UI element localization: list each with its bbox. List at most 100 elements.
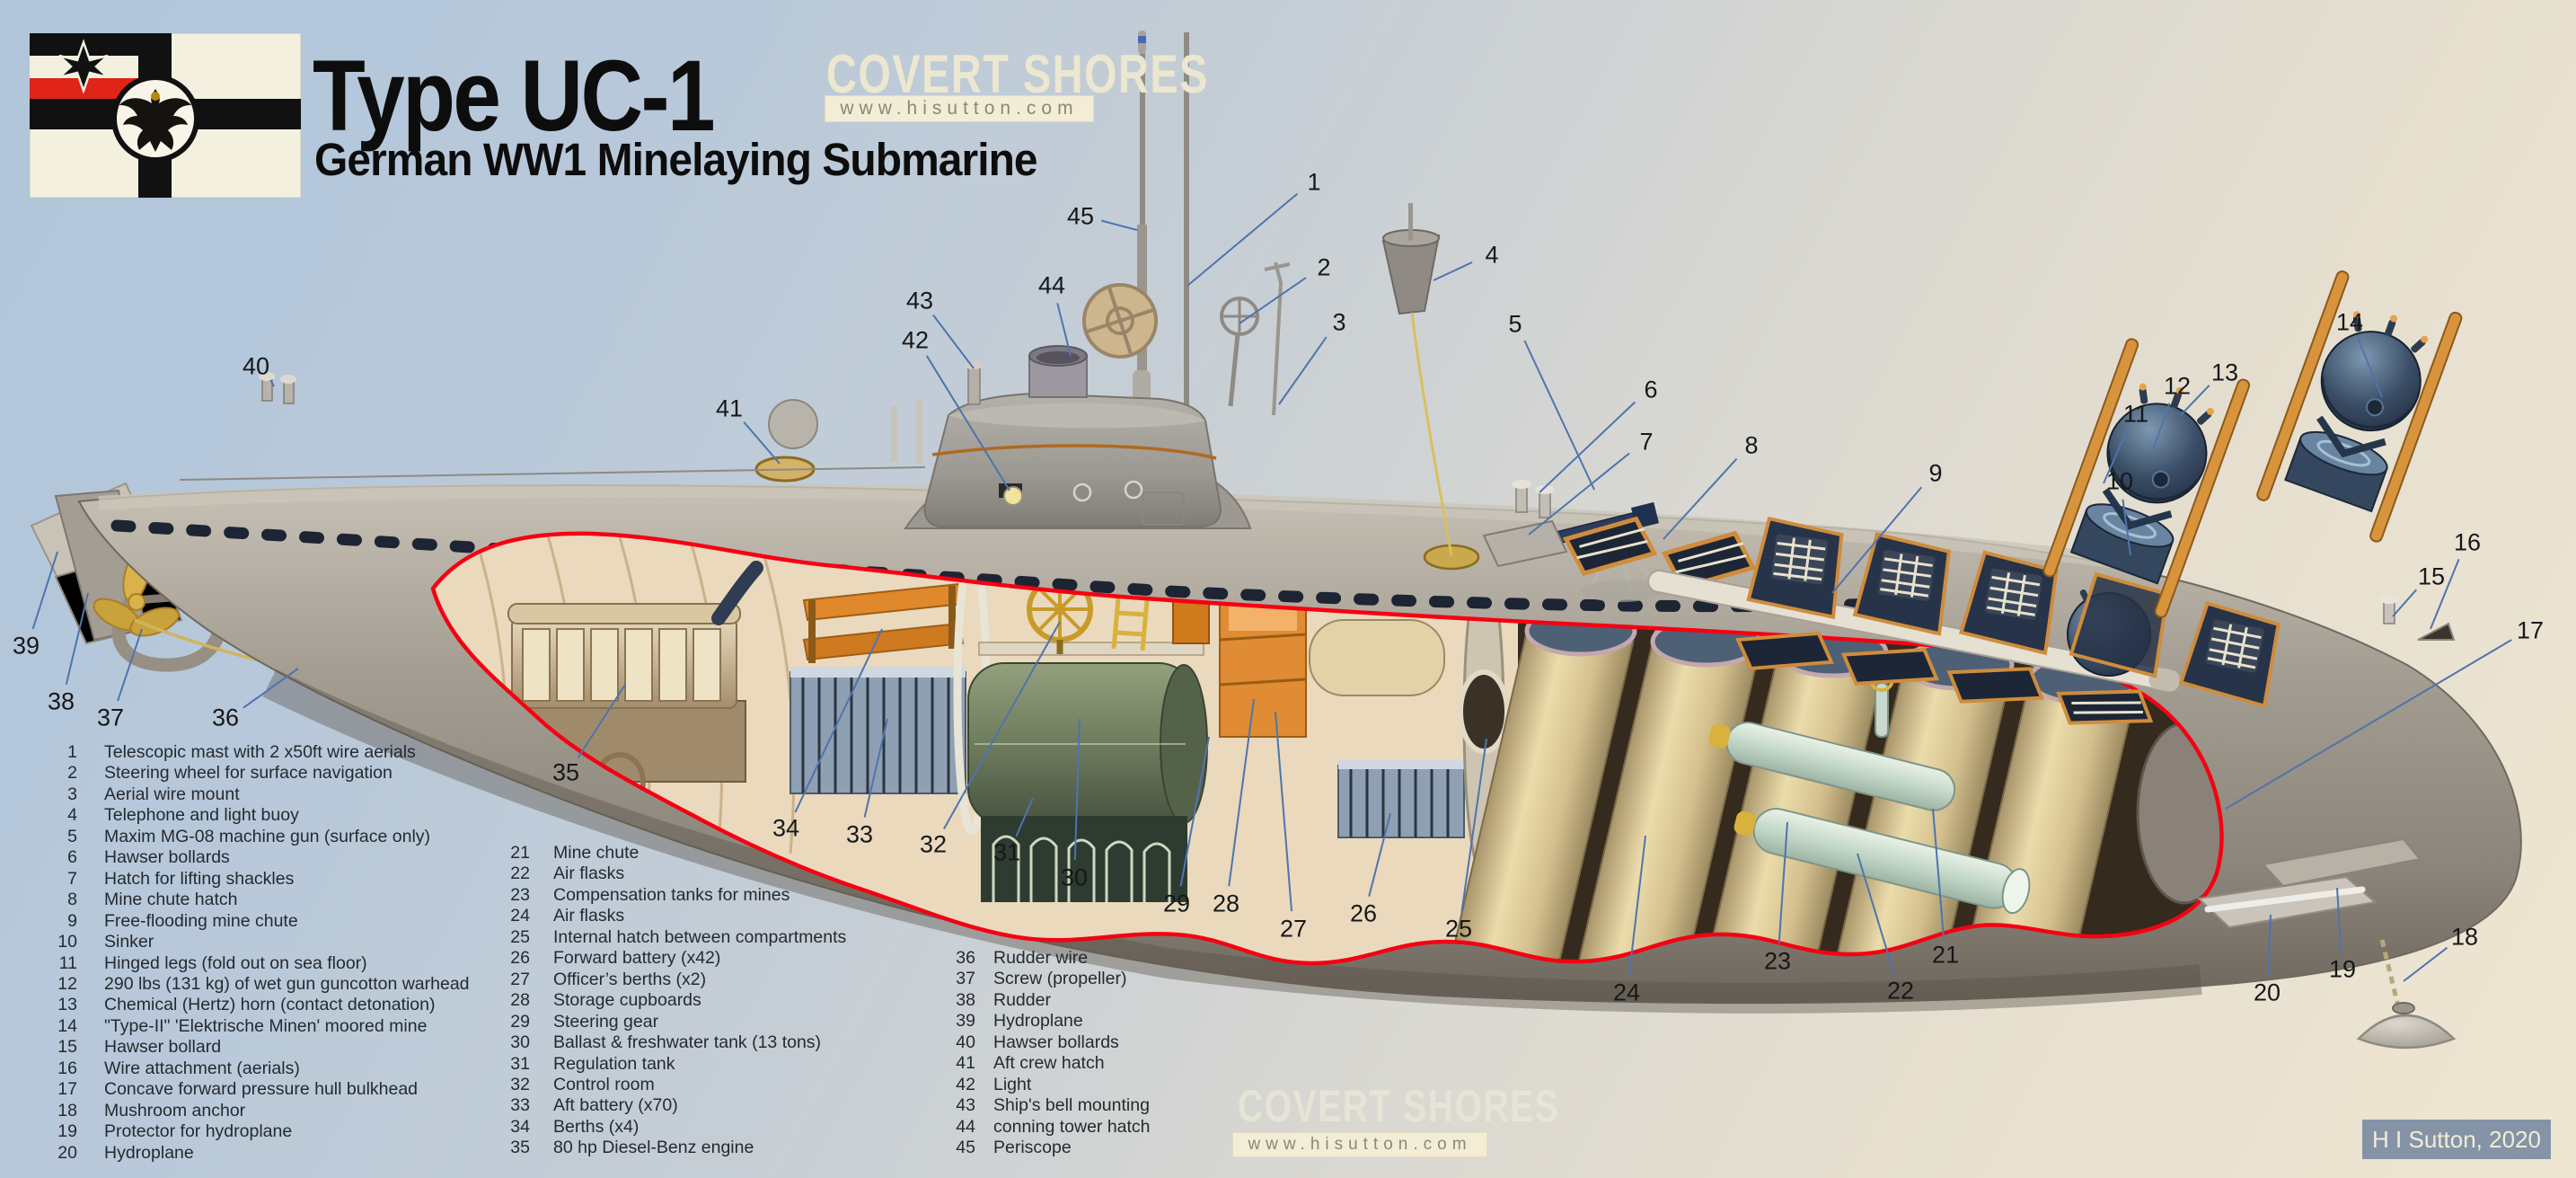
legend-item-label: Aft crew hatch	[993, 1053, 1105, 1074]
legend-item-label: Forward battery (x42)	[553, 948, 721, 969]
legend-item-number: 23	[510, 884, 530, 905]
keel-shadow	[262, 669, 2202, 1014]
legend-item-number: 1	[67, 742, 77, 762]
moored-mine-assembly-left	[2042, 338, 2251, 618]
hydroplane-edge	[2204, 886, 2366, 913]
leader-line-38	[65, 592, 89, 685]
aerial-wire-mount	[1264, 261, 1291, 416]
legend-item-number: 39	[956, 1011, 975, 1032]
forward-battery	[1337, 760, 1465, 838]
leader-line-1	[1187, 192, 1299, 287]
mushroom-anchor	[2356, 939, 2457, 1050]
tower-porthole	[1124, 480, 1143, 500]
legend-item-number: 10	[57, 932, 77, 952]
callout-number-31: 31	[992, 838, 1021, 866]
leader-line-16	[2430, 559, 2460, 630]
legend-item-number: 35	[510, 1138, 530, 1158]
callout-number-23: 23	[1763, 947, 1792, 975]
callout-number-7: 7	[1639, 428, 1654, 456]
leader-line-26	[1368, 812, 1391, 897]
page-subtitle: German WW1 Minelaying Submarine	[314, 134, 1038, 185]
leader-line-2	[1239, 277, 1307, 324]
legend-item-number: 45	[956, 1138, 975, 1158]
legend-item-label: Periscope	[993, 1138, 1072, 1158]
hydroplane-protector	[2262, 837, 2422, 888]
legend-item-label: Mushroom anchor	[104, 1100, 246, 1120]
telephone-light-buoy	[1381, 203, 1453, 556]
legend-item-number: 13	[57, 995, 77, 1015]
callout-number-44: 44	[1037, 271, 1066, 299]
legend-item-number: 37	[956, 969, 975, 989]
callout-number-28: 28	[1212, 890, 1240, 917]
website-url: www.hisutton.com	[825, 95, 1094, 122]
leader-line-27	[1275, 711, 1293, 912]
leader-line-20	[2267, 914, 2272, 976]
legend-item-label: Control room	[553, 1074, 655, 1094]
legend-item-number: 42	[956, 1074, 975, 1094]
legend-item-number: 21	[510, 843, 530, 863]
callout-number-5: 5	[1508, 310, 1522, 338]
legend-item-label: Hydroplane	[104, 1142, 194, 1163]
leader-line-13	[2180, 385, 2210, 416]
leader-line-42	[925, 355, 1010, 492]
aft-battery	[790, 667, 966, 794]
legend-item-label: Regulation tank	[553, 1053, 675, 1074]
callout-number-19: 19	[2328, 955, 2357, 983]
legend-item-label: Steering gear	[553, 1011, 659, 1032]
legend-item-label: Chemical (Hertz) horn (contact detonatio…	[104, 995, 436, 1015]
legend-item-number: 5	[67, 826, 77, 846]
callout-number-27: 27	[1279, 915, 1308, 943]
legend-item-number: 22	[510, 864, 530, 884]
legend-item-label: Air flasks	[553, 906, 625, 926]
conning-tower	[904, 31, 1291, 529]
leader-line-18	[2403, 946, 2448, 982]
legend-item-label: Aerial wire mount	[104, 784, 240, 804]
leader-line-22	[1857, 853, 1895, 975]
legend-item-number: 20	[57, 1142, 77, 1163]
callout-number-37: 37	[96, 704, 125, 731]
mine	[2320, 311, 2429, 432]
air-flasks	[1708, 667, 2031, 915]
legend-item-number: 18	[57, 1100, 77, 1120]
legend-item-label: Light	[993, 1074, 1032, 1094]
leader-line-10	[2122, 499, 2131, 556]
legend-item-number: 4	[67, 805, 77, 826]
telescopic-mast	[1184, 32, 1189, 428]
callout-number-21: 21	[1931, 941, 1960, 969]
legend-item-label: Telescopic mast with 2 x50ft wire aerial…	[104, 742, 416, 762]
leader-line-35	[577, 684, 626, 758]
bell-mounting	[965, 362, 983, 405]
german-imperial-war-ensign	[30, 33, 301, 198]
covert-shores-logo: COVERT SHORES	[826, 44, 1209, 104]
jumping-wire-post	[916, 401, 922, 464]
callout-number-33: 33	[845, 820, 874, 848]
covert-shores-watermark: COVERT SHORES	[1238, 1081, 1560, 1131]
legend-item-label: Screw (propeller)	[993, 969, 1127, 989]
legend-item-number: 36	[956, 948, 975, 968]
callout-number-39: 39	[12, 632, 40, 660]
buoy-cable	[1410, 312, 1453, 556]
legend-item-number: 31	[510, 1053, 530, 1074]
callout-number-4: 4	[1485, 241, 1499, 269]
forward-deck-fittings	[1482, 480, 1757, 590]
leader-line-33	[863, 718, 888, 818]
legend-item-label: Mine chute	[553, 843, 640, 863]
diesel-engine	[502, 561, 763, 811]
leader-line-24	[1628, 835, 1646, 976]
callout-number-10: 10	[2105, 467, 2134, 495]
leader-line-19	[2336, 887, 2342, 952]
leader-line-39	[31, 551, 58, 630]
legend-item-label: Ship's bell mounting	[993, 1095, 1150, 1116]
callout-number-17: 17	[2516, 616, 2545, 644]
page-title: Type UC-1	[313, 40, 716, 152]
callout-number-14: 14	[2335, 308, 2364, 336]
legend-item-label: Internal hatch between compartments	[553, 926, 847, 947]
lifting-shackle-hatch	[1482, 519, 1568, 568]
legend-item-number: 17	[57, 1079, 77, 1100]
legend-item-label: Compensation tanks for mines	[553, 884, 790, 905]
leader-line-5	[1523, 340, 1595, 491]
callout-number-34: 34	[772, 814, 800, 842]
moored-mine-assembly-right	[2256, 270, 2463, 543]
legend-item-label: Hawser bollard	[104, 1037, 222, 1058]
